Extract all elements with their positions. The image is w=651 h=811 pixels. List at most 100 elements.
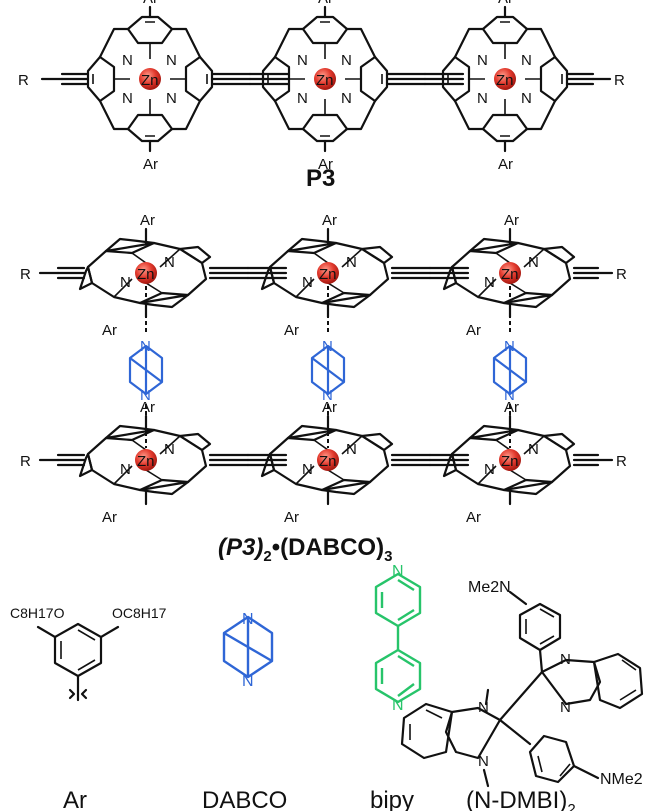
svg-text:N: N <box>392 563 404 580</box>
svg-text:R: R <box>616 266 627 283</box>
svg-text:N: N <box>166 52 177 69</box>
svg-text:Zn: Zn <box>501 266 519 283</box>
me2n-group: Me2N <box>468 579 511 596</box>
svg-text:Zn: Zn <box>319 266 337 283</box>
porphyrin-unit: Ar Ar N N N N Zn <box>261 0 389 173</box>
ar-structure: C8H17O OC8H17 <box>10 605 167 702</box>
porphyrin-unit-tilted: Ar Ar N N Zn <box>78 212 212 339</box>
svg-text:N: N <box>297 52 308 69</box>
porphyrin-unit: Ar Ar N N N N Zn <box>441 0 569 173</box>
svg-text:R: R <box>616 453 627 470</box>
porphyrin-unit-tilted: Ar Ar N N Zn <box>260 399 394 526</box>
svg-text:Ar: Ar <box>140 399 155 416</box>
svg-text:N: N <box>297 90 308 107</box>
svg-text:N: N <box>477 52 488 69</box>
svg-text:Zn: Zn <box>316 72 334 89</box>
svg-text:N: N <box>122 52 133 69</box>
svg-text:N: N <box>302 274 313 291</box>
svg-text:N: N <box>302 461 313 478</box>
ndmbi-structure: Me2N N N N N NMe2 <box>400 579 644 788</box>
p3-structure: R Ar Ar N N N N Zn Ar Ar N N N N Zn <box>18 0 625 173</box>
bipy-structure <box>374 572 422 704</box>
svg-text:Ar: Ar <box>466 509 481 526</box>
svg-text:N: N <box>164 441 175 458</box>
svg-text:Zn: Zn <box>137 266 155 283</box>
svg-text:Ar: Ar <box>284 322 299 339</box>
svg-text:N: N <box>346 441 357 458</box>
porphyrin-unit-tilted: Ar Ar N N Zn <box>78 399 212 526</box>
zinc-atom <box>317 262 339 284</box>
svg-text:N: N <box>242 673 254 690</box>
svg-text:N: N <box>120 461 131 478</box>
svg-text:N: N <box>392 697 404 714</box>
svg-text:N: N <box>528 441 539 458</box>
svg-text:N: N <box>560 651 571 668</box>
svg-text:Zn: Zn <box>501 453 519 470</box>
svg-text:R: R <box>20 266 31 283</box>
porphyrin-unit-tilted: Ar Ar N N Zn <box>260 212 394 339</box>
svg-text:Ar: Ar <box>140 212 155 229</box>
svg-text:Zn: Zn <box>141 72 159 89</box>
complex-structure: R Ar Ar N N Zn Ar Ar N N Zn Ar Ar <box>20 212 627 526</box>
svg-text:Ar: Ar <box>143 0 158 7</box>
label-ar: Ar <box>63 787 87 811</box>
svg-text:Ar: Ar <box>322 212 337 229</box>
porphyrin-unit: Ar Ar N N N N Zn <box>86 0 214 173</box>
zinc-atom <box>499 262 521 284</box>
svg-text:N: N <box>122 90 133 107</box>
r-group-right: R <box>614 72 625 89</box>
svg-text:N: N <box>478 753 489 770</box>
svg-text:N: N <box>477 90 488 107</box>
svg-text:N: N <box>322 387 333 404</box>
svg-text:Ar: Ar <box>102 322 117 339</box>
svg-text:N: N <box>242 611 254 628</box>
svg-text:Zn: Zn <box>319 453 337 470</box>
zinc-atom <box>314 68 336 90</box>
label-complex: (P3)2•(DABCO)3 <box>218 534 392 565</box>
nme2-group: NMe2 <box>600 771 643 788</box>
zinc-atom <box>499 449 521 471</box>
svg-text:Ar: Ar <box>143 156 158 173</box>
zinc-atom <box>135 449 157 471</box>
svg-text:Ar: Ar <box>318 0 333 7</box>
svg-text:N: N <box>528 254 539 271</box>
svg-text:Ar: Ar <box>318 156 333 173</box>
svg-text:N: N <box>521 90 532 107</box>
zinc-atom <box>135 262 157 284</box>
svg-text:Ar: Ar <box>466 322 481 339</box>
svg-text:N: N <box>560 699 571 716</box>
svg-text:N: N <box>478 699 489 716</box>
svg-text:N: N <box>322 338 333 355</box>
svg-text:Ar: Ar <box>504 399 519 416</box>
svg-text:N: N <box>484 461 495 478</box>
svg-text:N: N <box>341 52 352 69</box>
ar-substituent-right: OC8H17 <box>112 605 167 621</box>
porphyrin-unit-tilted: Ar Ar N N Zn <box>442 212 576 339</box>
r-group-left: R <box>18 72 29 89</box>
svg-text:N: N <box>504 338 515 355</box>
ar-substituent-left: C8H17O <box>10 605 65 621</box>
svg-text:N: N <box>484 274 495 291</box>
svg-text:N: N <box>341 90 352 107</box>
svg-text:Ar: Ar <box>284 509 299 526</box>
svg-text:N: N <box>346 254 357 271</box>
zinc-atom <box>494 68 516 90</box>
zinc-atom <box>317 449 339 471</box>
svg-text:N: N <box>120 274 131 291</box>
label-dabco: DABCO <box>202 787 287 811</box>
label-bipy: bipy <box>370 787 414 811</box>
svg-text:Zn: Zn <box>137 453 155 470</box>
label-p3: P3 <box>306 165 335 192</box>
svg-text:N: N <box>521 52 532 69</box>
zinc-atom <box>139 68 161 90</box>
svg-text:Zn: Zn <box>496 72 514 89</box>
svg-text:Ar: Ar <box>102 509 117 526</box>
dabco-structure: N N <box>222 611 274 690</box>
svg-text:R: R <box>20 453 31 470</box>
svg-text:Ar: Ar <box>322 399 337 416</box>
svg-text:Ar: Ar <box>504 212 519 229</box>
svg-text:N: N <box>140 338 151 355</box>
label-ndmbi: (N-DMBI)2 <box>466 787 576 811</box>
porphyrin-unit-tilted: Ar Ar N N Zn <box>442 399 576 526</box>
